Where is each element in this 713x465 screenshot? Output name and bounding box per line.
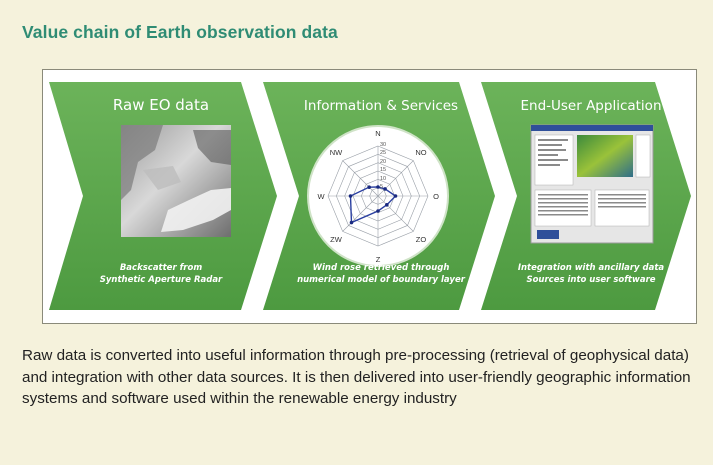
wind-rose-point	[385, 203, 389, 207]
wind-rose-point	[376, 209, 380, 213]
wind-rose-ring-label-5: 5	[380, 184, 383, 190]
stage-3-subtitle-line2: Sources into user software	[526, 275, 655, 285]
stage-1-subtitle-line2: Synthetic Aperture Radar	[100, 275, 223, 285]
wind-rose-point	[383, 187, 387, 191]
wind-rose-dir-zw: ZW	[330, 235, 343, 244]
stage-2-subtitle-line2: numerical model of boundary layer	[297, 275, 466, 285]
wind-rose-point	[376, 185, 380, 189]
value-chain-diagram: Raw EO data Information & Services End-U…	[42, 69, 697, 324]
figure-caption: Raw data is converted into useful inform…	[22, 347, 691, 407]
stage-1-subtitle-line1: Backscatter from	[120, 263, 203, 273]
wind-rose-ring-label-30: 30	[380, 142, 386, 148]
wind-rose-dir-nw: NW	[330, 148, 343, 157]
wind-rose-points	[348, 185, 398, 225]
stage-2-subtitle-line1: Wind rose retrieved through	[313, 263, 450, 273]
software-screenshot	[530, 124, 654, 244]
wind-rose-dir-no: NO	[415, 148, 426, 157]
wind-rose-ring-label-10: 10	[380, 176, 386, 182]
wind-rose-point	[393, 194, 398, 198]
wind-rose-point	[367, 185, 371, 189]
wind-rose-spoke	[377, 195, 414, 232]
wind-rose-spoke	[342, 195, 379, 232]
wind-rose-ring-label-15: 15	[380, 167, 386, 173]
wind-rose-grid	[327, 145, 429, 247]
figure-title: Value chain of Earth observation data	[22, 22, 338, 42]
sar-image	[121, 125, 231, 237]
stage-3-heading: End-User Application	[520, 98, 661, 114]
wind-rose-point	[348, 194, 353, 198]
value-chain-svg: Raw EO data Information & Services End-U…	[49, 82, 691, 310]
wind-rose-dir-w: W	[317, 192, 325, 201]
wind-rose-ring-label-20: 20	[380, 159, 386, 165]
wind-rose-dir-z: Z	[376, 255, 381, 264]
wind-rose-dir-n: N	[375, 129, 380, 138]
wind-rose-dir-o: O	[433, 192, 439, 201]
stage-1-heading: Raw EO data	[113, 96, 209, 114]
stage-2-heading: Information & Services	[304, 98, 458, 114]
wind-rose-ring-label-25: 25	[380, 150, 386, 156]
wind-rose: N NO O ZO Z ZW W NW 30 25 20 15 10 5	[307, 125, 449, 267]
wind-rose-dir-zo: ZO	[416, 235, 427, 244]
stage-3-subtitle-line1: Integration with ancillary data	[518, 263, 665, 273]
wind-rose-spoke	[342, 160, 379, 197]
wind-rose-point	[349, 220, 354, 225]
